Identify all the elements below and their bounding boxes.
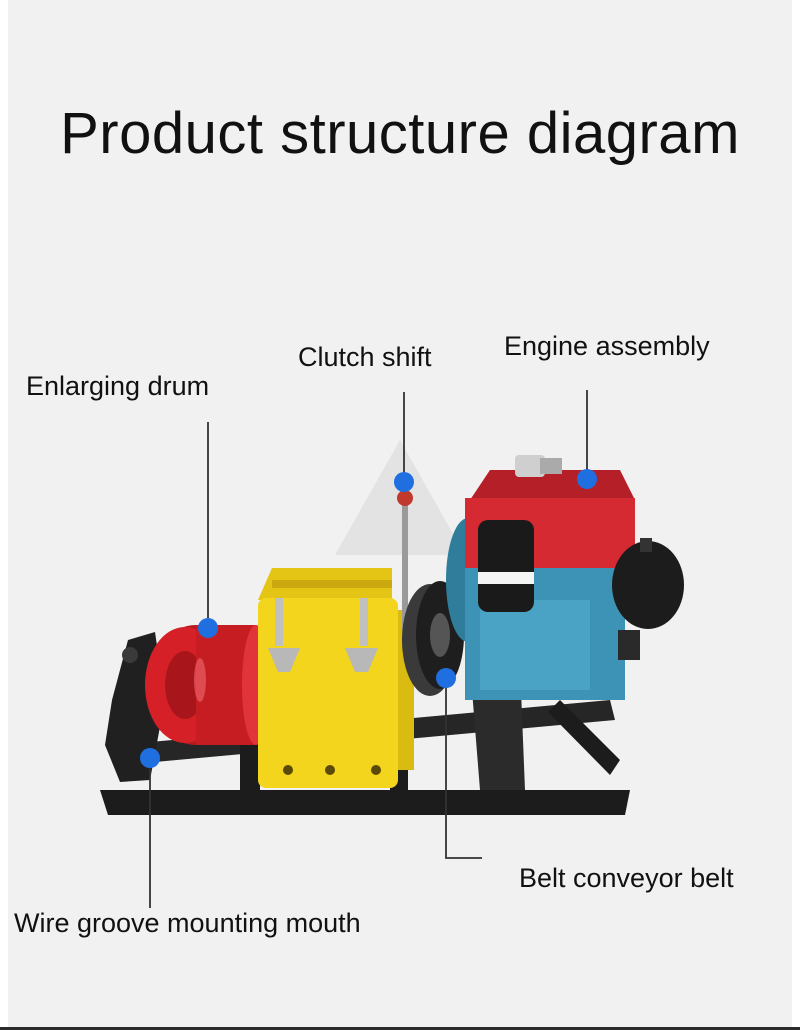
- label-belt-conveyor-belt: Belt conveyor belt: [519, 863, 734, 893]
- bottom-rule: [0, 1027, 800, 1030]
- left-border: [0, 0, 8, 1030]
- page-title: Product structure diagram: [60, 101, 740, 166]
- right-border: [792, 0, 800, 1030]
- marker-engine-assembly: [577, 469, 597, 489]
- label-clutch-shift: Clutch shift: [298, 342, 432, 372]
- label-wire-groove-mounting-mouth: Wire groove mounting mouth: [14, 908, 361, 938]
- engine-assembly: [446, 455, 684, 700]
- marker-belt-conveyor-belt: [436, 668, 456, 688]
- label-enlarging-drum: Enlarging drum: [26, 371, 210, 401]
- gearbox: [258, 568, 414, 788]
- marker-wire-groove: [140, 748, 160, 768]
- marker-clutch-shift: [394, 472, 414, 492]
- marker-enlarging-drum: [198, 618, 218, 638]
- leader-lines: [149, 390, 588, 908]
- clutch-lever: [397, 490, 413, 630]
- enlarging-drum: [145, 625, 270, 745]
- leader-belt-conveyor-belt: [445, 678, 482, 859]
- label-engine-assembly: Engine assembly: [504, 331, 710, 361]
